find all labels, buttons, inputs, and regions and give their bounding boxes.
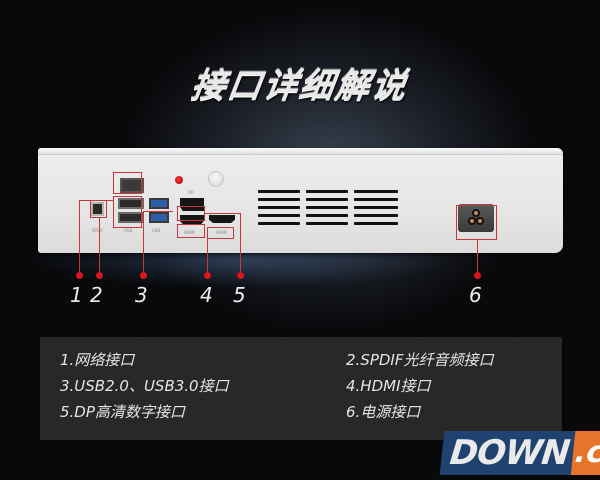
background-glow bbox=[0, 250, 600, 340]
mini-pc-rear-panel: SPDIF USB USB DP HDMI HDMI bbox=[38, 148, 563, 253]
callout-number-2: 2 bbox=[90, 283, 103, 307]
legend-item-power: 6.电源接口 bbox=[346, 403, 421, 421]
down-cc-watermark-logo: DOWN .cc bbox=[439, 431, 600, 475]
callout-dot-3 bbox=[140, 272, 147, 279]
callout-number-1: 1 bbox=[70, 283, 83, 307]
callout-dot-6 bbox=[474, 272, 481, 279]
callout-number-5: 5 bbox=[233, 283, 246, 307]
callout-box-hdmi bbox=[177, 224, 205, 238]
dp-port-label: DP bbox=[188, 190, 194, 195]
callout-box-spdif bbox=[90, 200, 107, 218]
callout-box-dp bbox=[177, 206, 205, 221]
callout-line-3 bbox=[143, 211, 144, 275]
callout-line-4 bbox=[207, 238, 208, 275]
callout-box-usb bbox=[113, 196, 142, 228]
callout-line-5 bbox=[240, 213, 241, 275]
spdif-port-icon bbox=[91, 202, 104, 216]
callout-number-6: 6 bbox=[469, 283, 482, 307]
logo-main-text: DOWN bbox=[439, 431, 576, 475]
legend-item-usb: 3.USB2.0、USB3.0接口 bbox=[60, 377, 229, 395]
power-connector-icon bbox=[458, 204, 494, 232]
hdmi-port-2-icon bbox=[209, 215, 235, 223]
logo-suffix-text: .cc bbox=[570, 431, 600, 475]
callout-box-power bbox=[456, 205, 497, 240]
page-title: 接口详细解说 bbox=[188, 66, 411, 106]
callout-number-3: 3 bbox=[135, 283, 148, 307]
callout-line-2 bbox=[99, 218, 100, 275]
legend-item-hdmi: 4.HDMI接口 bbox=[346, 377, 431, 395]
spdif-port-label: SPDIF bbox=[92, 228, 104, 233]
hdmi-port-2-label: HDMI bbox=[216, 230, 227, 235]
callout-line-1 bbox=[79, 200, 80, 275]
callout-box-hdmi-2 bbox=[207, 227, 234, 239]
callout-line-1h bbox=[79, 200, 113, 201]
ethernet-port-icon bbox=[120, 178, 144, 193]
legend-item-spdif: 2.SPDIF光纤音频接口 bbox=[346, 351, 494, 369]
callout-box-usb3 bbox=[143, 211, 173, 212]
legend-item-dp: 5.DP高清数字接口 bbox=[60, 403, 185, 421]
usb3-port-bottom-icon bbox=[149, 212, 169, 223]
displayport-icon bbox=[180, 198, 204, 211]
usb2-port-label: USB bbox=[124, 228, 133, 233]
callout-dot-4 bbox=[204, 272, 211, 279]
callout-number-4: 4 bbox=[200, 283, 213, 307]
callout-dot-1 bbox=[76, 272, 83, 279]
callout-box-ethernet bbox=[113, 172, 142, 194]
hdmi-port-1-label: HDMI bbox=[184, 230, 195, 235]
usb3-port-top-icon bbox=[149, 198, 169, 209]
ventilation-grille bbox=[258, 190, 398, 230]
power-button-icon bbox=[208, 171, 224, 187]
device-top-edge bbox=[38, 148, 563, 155]
callout-dot-5 bbox=[237, 272, 244, 279]
callout-line-5h bbox=[205, 213, 240, 214]
usb3-port-label: USB bbox=[152, 228, 161, 233]
status-led-icon bbox=[175, 176, 183, 184]
callout-line-6 bbox=[477, 240, 478, 275]
legend-item-network: 1.网络接口 bbox=[60, 351, 135, 369]
callout-dot-2 bbox=[96, 272, 103, 279]
usb2-port-top-icon bbox=[118, 198, 144, 209]
interface-legend-panel: 1.网络接口 2.SPDIF光纤音频接口 3.USB2.0、USB3.0接口 4… bbox=[40, 337, 562, 440]
